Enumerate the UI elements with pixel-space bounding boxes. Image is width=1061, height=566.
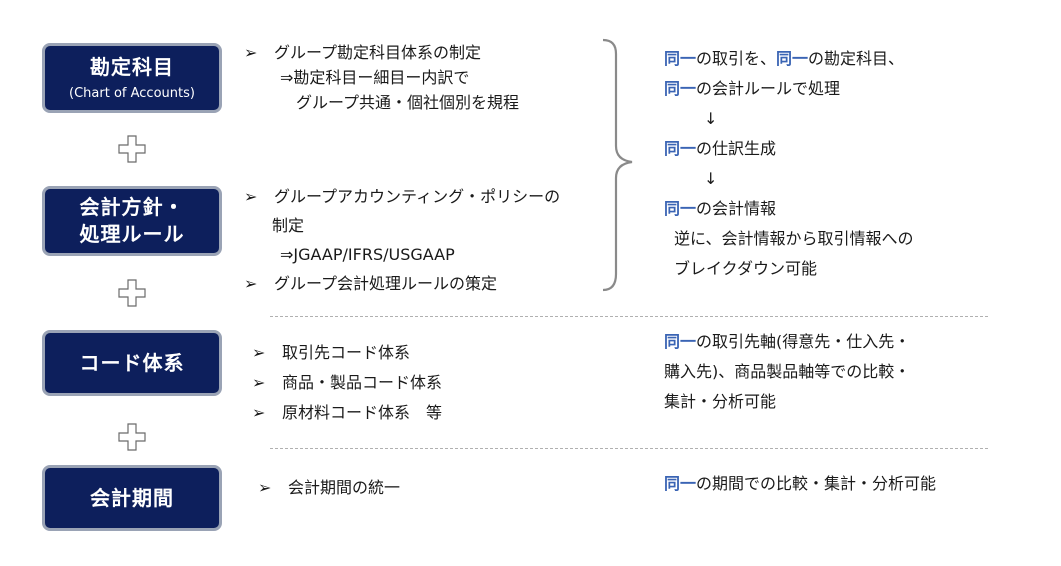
list-item: ➢ グループ勘定科目体系の制定 <box>244 40 519 65</box>
arrow-bullet-icon: ➢ <box>252 343 266 362</box>
arrow-bullet-icon: ➢ <box>244 187 258 206</box>
details-code-system: ➢ 取引先コード体系 ➢ 商品・製品コード体系 ➢ 原材料コード体系 等 <box>252 338 442 428</box>
effect-line: 逆に、会計情報から取引情報への <box>674 229 914 248</box>
box-code-system: コード体系 <box>42 330 222 396</box>
item-text: 商品・製品コード体系 <box>282 373 443 392</box>
arrow-bullet-icon: ➢ <box>244 274 258 293</box>
list-item-continued: 制定 <box>272 216 305 235</box>
item-text: グループアカウンティング・ポリシーの <box>274 187 561 206</box>
details-accounting-period: ➢ 会計期間の統一 <box>258 475 400 500</box>
effect-line: 同一の会計情報 <box>664 194 914 224</box>
item-text: グループ会計処理ルールの策定 <box>274 274 498 293</box>
highlight-same: 同一 <box>664 474 697 493</box>
effect-text: の会計情報 <box>696 199 777 218</box>
list-item: ➢ 商品・製品コード体系 <box>252 368 442 398</box>
effect-text: の期間での比較・集計・分析可能 <box>696 474 937 493</box>
effect-line: 同一の会計ルールで処理 <box>664 74 914 104</box>
list-subitem: グループ共通・個社個別を規程 <box>296 93 520 112</box>
effect-text: の会計ルールで処理 <box>696 79 841 98</box>
plus-icon <box>118 279 146 307</box>
effect-code-system: 同一の取引先軸(得意先・仕入先・ 購入先)、商品製品軸等での比較・ 集計・分析可… <box>664 327 910 417</box>
down-arrow-icon: ↓ <box>704 109 718 128</box>
arrow-bullet-icon: ➢ <box>258 478 272 497</box>
arrow-bullet-icon: ➢ <box>252 403 266 422</box>
box-accounting-period: 会計期間 <box>42 465 222 531</box>
effect-line: 購入先)、商品製品軸等での比較・ <box>664 362 911 381</box>
list-item: ➢ グループ会計処理ルールの策定 <box>244 269 560 298</box>
highlight-same: 同一 <box>664 139 697 158</box>
box-title: 会計期間 <box>90 486 174 510</box>
plus-icon <box>118 423 146 451</box>
list-subitem: ⇒JGAAP/IFRS/USGAAP <box>280 245 455 264</box>
effect-line: 同一の取引先軸(得意先・仕入先・ <box>664 327 910 357</box>
effect-text: の勘定科目、 <box>808 49 905 68</box>
box-accounting-policy: 会計方針・ 処理ルール <box>42 186 222 256</box>
arrow-bullet-icon: ➢ <box>252 373 266 392</box>
list-item: ➢ 会計期間の統一 <box>258 475 400 500</box>
list-item: ➢ グループアカウンティング・ポリシーの <box>244 182 560 211</box>
effect-text: の仕訳生成 <box>696 139 777 158</box>
highlight-same: 同一 <box>664 332 697 351</box>
effect-line: 同一の取引を、同一の勘定科目、 <box>664 44 914 74</box>
item-text: 取引先コード体系 <box>282 343 411 362</box>
box-title-line2: 処理ルール <box>79 222 185 246</box>
effect-line: 集計・分析可能 <box>664 392 777 411</box>
item-text: グループ勘定科目体系の制定 <box>274 43 482 62</box>
curly-brace-icon <box>602 38 633 292</box>
dashed-divider <box>270 448 988 449</box>
box-subtitle: (Chart of Accounts) <box>69 86 195 101</box>
list-subitem: ⇒勘定科目ー細目ー内訳で <box>280 68 470 87</box>
effect-text: の取引先軸(得意先・仕入先・ <box>696 332 911 351</box>
effect-line: 同一の仕訳生成 <box>664 134 914 164</box>
item-text: 会計期間の統一 <box>288 478 401 497</box>
item-text: 原材料コード体系 等 <box>282 403 443 422</box>
highlight-same: 同一 <box>664 49 697 68</box>
details-accounting-policy: ➢ グループアカウンティング・ポリシーの 制定 ⇒JGAAP/IFRS/USGAA… <box>244 182 560 298</box>
highlight-same: 同一 <box>664 199 697 218</box>
highlight-same: 同一 <box>776 49 809 68</box>
plus-icon <box>118 135 146 163</box>
effect-period: 同一の期間での比較・集計・分析可能 <box>664 469 936 499</box>
box-title: コード体系 <box>79 351 185 375</box>
box-chart-of-accounts: 勘定科目 (Chart of Accounts) <box>42 43 222 113</box>
effect-line: 同一の期間での比較・集計・分析可能 <box>664 469 936 499</box>
effect-unified-processing: 同一の取引を、同一の勘定科目、 同一の会計ルールで処理 ↓ 同一の仕訳生成 ↓ … <box>664 44 914 284</box>
details-chart-of-accounts: ➢ グループ勘定科目体系の制定 ⇒勘定科目ー細目ー内訳で グループ共通・個社個別を… <box>244 40 519 115</box>
dashed-divider <box>270 316 988 317</box>
box-title: 勘定科目 <box>90 55 174 79</box>
effect-text: の取引を、 <box>696 49 777 68</box>
down-arrow-icon: ↓ <box>704 169 718 188</box>
effect-line: ブレイクダウン可能 <box>674 259 818 278</box>
list-item: ➢ 取引先コード体系 <box>252 338 442 368</box>
arrow-bullet-icon: ➢ <box>244 43 258 62</box>
list-item: ➢ 原材料コード体系 等 <box>252 398 442 428</box>
box-title-line1: 会計方針・ <box>79 195 185 219</box>
highlight-same: 同一 <box>664 79 697 98</box>
